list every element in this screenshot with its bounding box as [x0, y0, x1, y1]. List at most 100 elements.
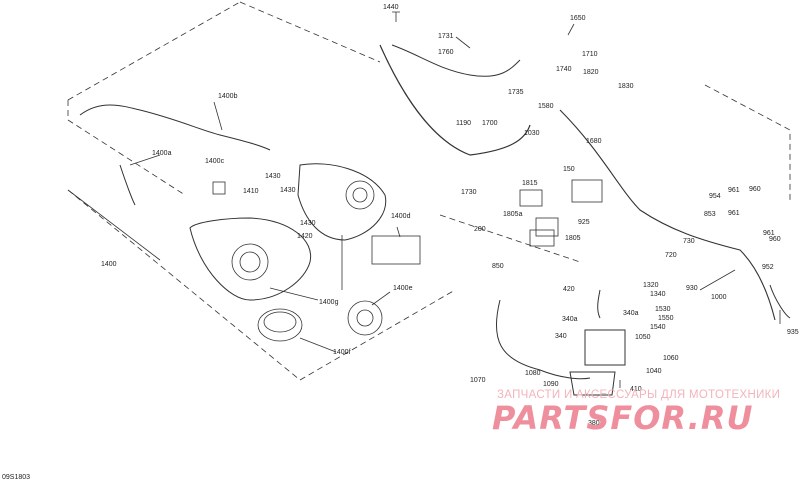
group-outline-bottom-left — [67, 189, 301, 381]
part-label: 1400d — [391, 213, 411, 220]
part-label: 1090 — [543, 381, 559, 388]
watermark-text: ЗАПЧАСТИ И АКСЕССУАРЫ ДЛЯ МОТОТЕХНИКИ — [497, 389, 781, 401]
leader-1400a — [129, 154, 161, 166]
leader-1400e — [371, 291, 391, 306]
part-label: 1000 — [711, 294, 727, 301]
part-label: 1400g — [319, 299, 339, 306]
right-harness — [559, 109, 776, 321]
part-label: 150 — [563, 166, 575, 173]
leader-1400b — [213, 101, 223, 131]
part-label: 850 — [492, 263, 504, 270]
harness-420 — [597, 289, 601, 319]
part-label: 1400b — [218, 93, 238, 100]
part-label: 1760 — [438, 49, 454, 56]
part-label: 1805a — [503, 211, 523, 218]
part-label: 200 — [474, 226, 486, 233]
part-label: 1820 — [583, 69, 599, 76]
part-label: 960 — [749, 186, 761, 193]
part-1805a — [535, 217, 559, 237]
part-label: 1735 — [508, 89, 524, 96]
part-label: 420 — [563, 286, 575, 293]
part-label: 1050 — [635, 334, 651, 341]
part-1400e — [347, 300, 383, 336]
part-label: 1730 — [461, 189, 477, 196]
part-label: 1400a — [152, 150, 172, 157]
upper-housing-dial — [345, 180, 375, 210]
part-label: 410 — [630, 386, 642, 393]
part-label: 1440 — [383, 4, 399, 11]
part-label: 1731 — [438, 33, 454, 40]
part-1815 — [519, 189, 543, 207]
harness-935 — [769, 284, 791, 319]
diagram-code: 09S1803 — [2, 474, 31, 481]
part-label: 1420 — [297, 233, 313, 240]
group-outline-top — [67, 1, 241, 101]
leader-1440 — [392, 11, 400, 22]
battery-tray — [569, 371, 616, 396]
part-label: 1040 — [646, 368, 662, 375]
part-label: 1700 — [482, 120, 498, 127]
part-label: 853 — [704, 211, 716, 218]
part-label: 1430 — [300, 220, 316, 227]
part-label: 925 — [578, 219, 590, 226]
leader-1400 — [67, 189, 161, 261]
main-harness — [379, 44, 531, 156]
part-label: 1070 — [470, 377, 486, 384]
gauge-dial-inner — [239, 251, 261, 273]
part-label: 1400 — [101, 261, 117, 268]
part-label: 935 — [787, 329, 799, 336]
leader-1000 — [699, 269, 736, 291]
part-label: 961 — [728, 210, 740, 217]
part-label: 1340 — [650, 291, 666, 298]
group-outline-left — [67, 100, 186, 196]
part-1400f-inner — [263, 311, 297, 333]
part-label: 1815 — [522, 180, 538, 187]
leader-1400d — [396, 226, 401, 238]
left-harness-drop — [119, 164, 136, 206]
part-label: 380 — [588, 420, 600, 427]
part-label: 1830 — [618, 83, 634, 90]
part-label: 340a — [562, 316, 578, 323]
part-1400e-inner — [356, 309, 374, 327]
part-label: 1060 — [663, 355, 679, 362]
part-label: 1680 — [586, 138, 602, 145]
gauge-housing — [189, 217, 312, 301]
upper-housing-dial-inner — [352, 187, 368, 203]
part-label: 1030 — [524, 130, 540, 137]
part-label: 1580 — [538, 103, 554, 110]
part-label: 952 — [762, 264, 774, 271]
part-150 — [571, 179, 603, 203]
leader-1650 — [567, 23, 575, 36]
part-label: 1190 — [456, 120, 472, 127]
part-label: 720 — [665, 252, 677, 259]
part-label: 1430 — [265, 173, 281, 180]
leader-1400f — [299, 337, 337, 353]
part-label: 1530 — [655, 306, 671, 313]
part-label: 1400f — [333, 349, 351, 356]
battery — [584, 329, 626, 366]
leader-1731 — [455, 36, 471, 49]
part-label: 340a — [623, 310, 639, 317]
part-label: 960 — [769, 236, 781, 243]
part-label: 1430 — [280, 187, 296, 194]
part-label: 954 — [709, 193, 721, 200]
part-label: 340 — [555, 333, 567, 340]
module-1400d — [371, 235, 421, 265]
leader-1400g — [269, 287, 319, 301]
part-label: 1400c — [205, 158, 225, 165]
part-1805 — [529, 229, 555, 247]
part-label: 1540 — [650, 324, 666, 331]
part-label: 1080 — [525, 370, 541, 377]
part-label: 1410 — [243, 188, 259, 195]
part-label: 1320 — [643, 282, 659, 289]
left-harness — [79, 104, 271, 151]
part-label: 1710 — [582, 51, 598, 58]
upper-housing — [297, 163, 387, 241]
gauge-dial — [231, 243, 269, 281]
part-1400f — [257, 308, 303, 342]
watermark-logo: PARTSFOR.RU — [492, 399, 754, 437]
part-label: 730 — [683, 238, 695, 245]
part-label: 1550 — [658, 315, 674, 322]
